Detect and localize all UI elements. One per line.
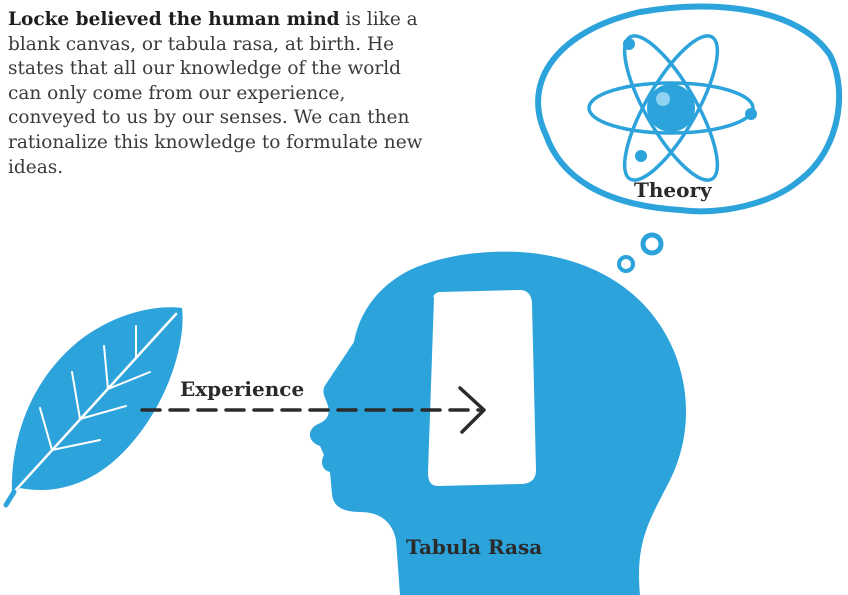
thought-bubble-dot-medium (617, 255, 635, 273)
experience-arrow-head (458, 386, 486, 434)
experience-label: Experience (180, 377, 305, 401)
thought-bubble-dot-large (640, 232, 664, 256)
tabula-rasa-label: Tabula Rasa (406, 535, 543, 559)
head-silhouette (309, 251, 687, 595)
intro-lead: Locke believed the human mind (8, 9, 340, 30)
intro-body: is like a blank canvas, or tabula rasa, … (8, 9, 423, 178)
theory-label: Theory (634, 178, 712, 202)
leaf-icon (3, 307, 183, 508)
atom-icon (587, 34, 757, 182)
thought-bubble-outline (535, 3, 843, 215)
experience-arrow (140, 386, 486, 434)
thought-bubble (535, 3, 843, 291)
intro-paragraph: Locke believed the human mind is like a … (8, 8, 428, 180)
